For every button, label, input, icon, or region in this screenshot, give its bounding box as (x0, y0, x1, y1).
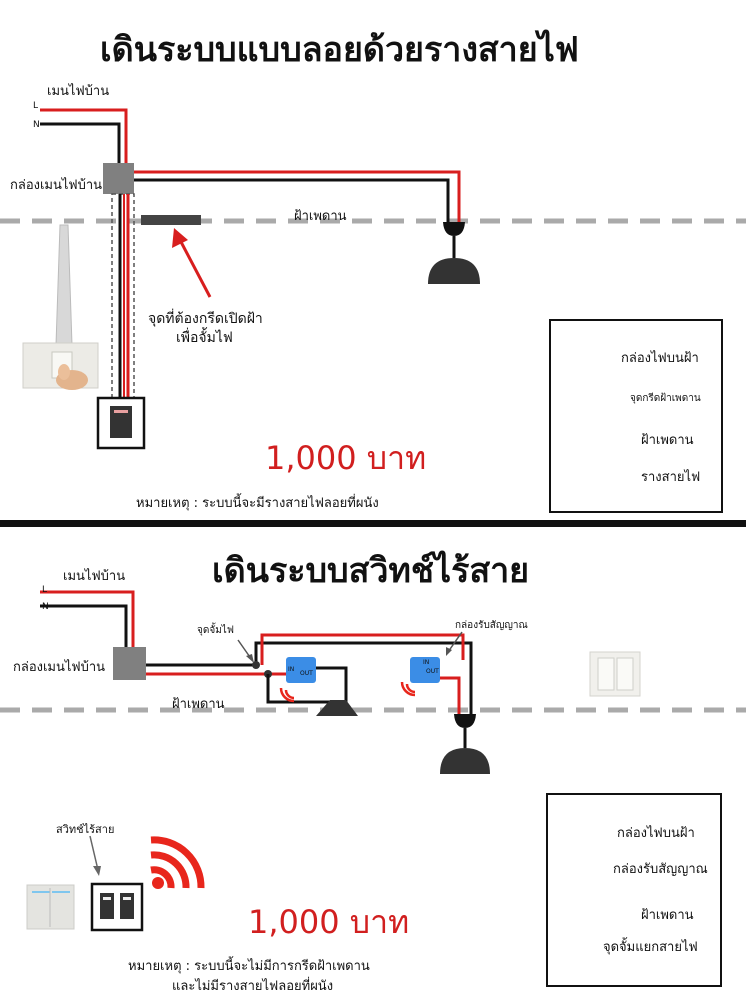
receiver-label: กล่องรับสัญญาณ (455, 620, 528, 631)
receiver-box-1 (286, 657, 316, 683)
receiver-arrow-head (446, 647, 452, 656)
wireless-switch-photo-right-key1 (597, 657, 615, 691)
receiver1-out-wire (316, 666, 348, 702)
receiver1-out-label: OUT (300, 670, 313, 677)
main-box-label-2: กล่องเมนไฟบ้าน (13, 660, 106, 675)
line-N-label-1: N (33, 120, 40, 130)
neutral-wire-lamp-1 (133, 178, 450, 222)
legend2-receiver-label: กล่องรับสัญญาณ (613, 862, 708, 877)
receiver1-neutral (266, 674, 330, 704)
mains-label-1: เมนไฟบ้าน (47, 84, 110, 99)
mini-signal-icon-1b (279, 687, 295, 703)
legend1-ceiling-label: ฝ้าเพดาน (641, 433, 694, 448)
receiver2-live-out (440, 676, 461, 716)
wireless-key1-mark (103, 897, 111, 900)
legend1-raceway-label: รางสายไฟ (641, 470, 701, 485)
section1-title: เดินระบบแบบลอยด้วยรางสายไฟ (100, 30, 579, 70)
wireless-key2-mark (123, 897, 131, 900)
finger-photo (58, 364, 70, 380)
wireless-key2-icon (120, 893, 134, 919)
section-separator (0, 520, 746, 527)
legend1-cut-label: จุดกรีดฝ้าเพดาน (630, 393, 701, 404)
main-box-label-1: กล่องเมนไฟบ้าน (10, 178, 103, 193)
ceiling-label-1: ฝ้าเพดาน (294, 209, 347, 224)
mains-label-2: เมนไฟบ้าน (63, 569, 126, 584)
ceiling-label-2: ฝ้าเพดาน (172, 697, 225, 712)
lamp-cap-2 (454, 714, 476, 728)
legend2-junction-label: จุดจั้มแยกสายไฟ (603, 940, 698, 955)
wireless-switch-arrow (89, 835, 99, 871)
legend2-ceiling-label: ฝ้าเพดาน (641, 908, 694, 923)
neutral-wire-in-1 (40, 122, 121, 165)
price-2: 1,000 บาท (248, 903, 410, 941)
note-1: หมายเหตุ : ระบบนี้จะมีรางสายไฟลอยที่ผนัง (136, 496, 379, 511)
main-box-2 (113, 647, 146, 680)
neutral-wire-loop (254, 641, 473, 668)
wireless-signal-icon (150, 836, 205, 889)
live-wire-loop (260, 633, 465, 665)
downlight-fixture (316, 700, 358, 716)
wireless-switch-arrow-head (93, 866, 101, 876)
legend-2 (546, 793, 722, 987)
live-wire-lamp-1 (133, 170, 461, 222)
main-box-1 (103, 163, 134, 194)
lamp-cap-1 (443, 222, 465, 236)
switch-indicator-icon-1 (114, 410, 128, 413)
receiver-arrow (447, 631, 463, 653)
lamp-shade-1 (428, 258, 480, 284)
legend-1 (549, 319, 723, 513)
wireless-switch-icon (90, 882, 144, 932)
price-1: 1,000 บาท (265, 439, 427, 477)
wireless-key1-icon (100, 893, 114, 919)
live-wire-in-1 (40, 108, 128, 165)
junction-arrow-head (246, 654, 254, 663)
mini-signal-icon-2 (405, 683, 416, 694)
red-arrow-shaft (178, 239, 212, 298)
switch-rocker-icon-1 (110, 406, 132, 438)
note-2b: และไม่มีรางสายไฟลอยที่ผนัง (172, 979, 334, 994)
lamp-shade-2 (440, 748, 490, 774)
cut-point-label-1: จุดที่ต้องกรีดเปิดฝ้า (148, 311, 263, 327)
section2-title: เดินระบบสวิทช์ไร้สาย (212, 551, 530, 591)
line-L-label-2: L (42, 585, 48, 595)
receiver2-out-label: OUT (426, 668, 439, 675)
wireless-switch-photo-right-key2 (616, 657, 634, 691)
line-N-label-2: N (42, 602, 49, 612)
legend2-box-label: กล่องไฟบนฝ้า (617, 826, 695, 841)
mini-signal-icon-2b (400, 681, 416, 697)
wireless-switch-label: สวิทช์ไร้สาย (56, 823, 115, 836)
cut-point-label-2: เพื่อจั้มไฟ (176, 330, 233, 346)
legend1-box-label: กล่องไฟบนฝ้า (621, 351, 699, 366)
raceway-photo (55, 224, 73, 346)
neutral-wire-in-2 (40, 604, 128, 650)
note-2a: หมายเหตุ : ระบบนี้จะไม่มีการกรีดฝ้าเพดาน (128, 959, 370, 974)
red-arrow-head (172, 228, 188, 248)
mini-signal-icon-1 (284, 689, 295, 700)
line-L-label-1: L (33, 101, 39, 111)
cut-point-bar (141, 215, 201, 225)
junction-label: จุดจั้มไฟ (197, 625, 234, 636)
receiver-box-2 (410, 657, 440, 683)
live-wire-in-2 (40, 590, 135, 650)
receiver2-in-label: IN (423, 659, 430, 666)
receiver1-in-label: IN (288, 666, 295, 673)
